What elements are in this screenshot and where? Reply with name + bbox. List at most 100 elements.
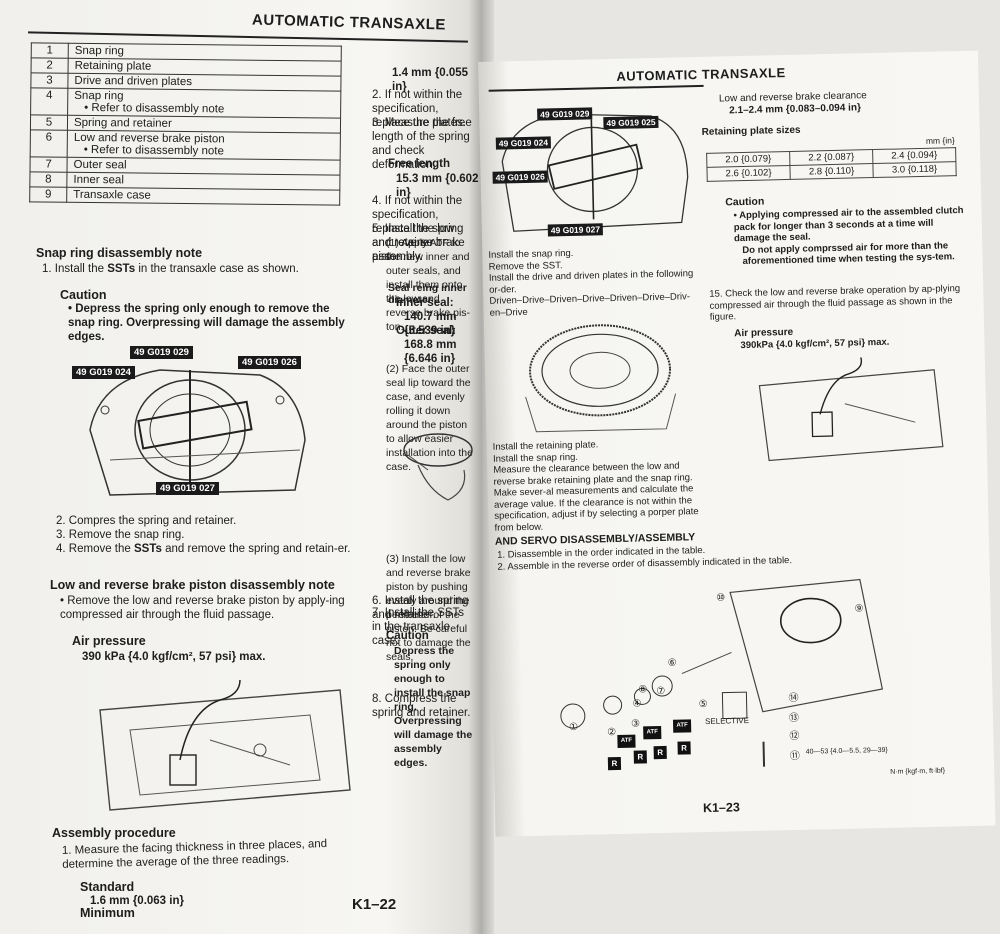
callout-13: ⑬ [788, 712, 800, 725]
rc-step-5-1: (1) Apply ATF to the new inner and outer… [386, 237, 471, 333]
size-cell: 3.0 {0.118} [872, 161, 957, 178]
sizes-title: Retaining plate sizes [701, 124, 801, 138]
callout-7: ⑦ [656, 685, 666, 698]
part-number: 1 [31, 42, 69, 59]
callout-4: ④ [632, 698, 642, 710]
snap-step1-sst: SSTs [107, 263, 136, 275]
sst-installation-illustration [89, 369, 306, 496]
steps-b-list: Install the retaining plate. Install the… [493, 437, 705, 534]
size-cell: 2.8 {0.110} [789, 163, 874, 180]
standard-value: 1.6 mm {0.063 in} [90, 895, 184, 907]
callout-10: ⑩ [716, 592, 726, 604]
part-number: 5 [30, 114, 68, 131]
part-name: Snap ring [74, 44, 125, 58]
rc-step-3: 3. Measure the free length of the spring… [372, 117, 472, 171]
left-page-header: AUTOMATIC TRANSAXLE [251, 11, 447, 34]
part-number: 7 [29, 156, 68, 173]
right-page: AUTOMATIC TRANSAXLE 49 G019 029 49 G019 … [478, 50, 996, 837]
right-air-title: Air pressure [734, 326, 794, 340]
air-pressure-title: Air pressure [72, 634, 146, 648]
r-sst-tag-029: 49 G019 029 [537, 107, 593, 121]
part-name: Spring and retainer [73, 116, 172, 130]
part-name: Retaining plate [74, 59, 152, 73]
step-b-3: Measure the clearance between the low an… [493, 460, 699, 534]
retaining-plate-sizes-table: 2.0 {0.079}2.2 {0.087}2.4 {0.094}2.6 {0.… [706, 147, 957, 182]
free-length-title: Free length [388, 158, 450, 170]
part-description: Snap ringRefer to disassembly note [67, 88, 341, 119]
unit-text: N·m {kgf·m, ft·lbf} [890, 767, 946, 776]
assembly-step-1: 1. Measure the facing thickness in three… [61, 837, 328, 871]
snap-step4-sst: SSTs [133, 543, 162, 555]
snap-step-4: 4. Remove the SSTs and remove the spring… [56, 542, 356, 556]
callout-6: ⑥ [667, 657, 677, 669]
clearance-value: 2.1–2.4 mm {0.083–0.094 in} [729, 102, 862, 117]
servo-exploded-view [560, 578, 884, 767]
atf-badge-3: ATF [672, 719, 692, 733]
inner-seal-label: Inner seal: [396, 297, 454, 309]
rc-step-6: 6. Install the spring and retainer. [372, 595, 469, 621]
snap-step4-text: 4. Remove the [56, 543, 134, 555]
part-name: Outer seal [73, 158, 127, 172]
snap-step1-text: 1. Install the [42, 263, 108, 275]
outer-seal-value: 168.8 mm {6.646 in} [404, 339, 457, 365]
rc-step-5-3: (3) Install the low and reverse brake pi… [386, 553, 471, 663]
part-description: Low and reverse brake pistonRefer to dis… [67, 130, 341, 161]
snap-step-3: 3. Remove the snap ring. [56, 529, 185, 541]
seal-title: Seal reing inner diameter [388, 282, 467, 306]
right-page-number: K1–23 [702, 800, 740, 816]
part-number: 6 [30, 129, 68, 158]
inner-seal-value: 140.7 mm {5.539 in} [404, 311, 457, 337]
snap-step-2: 2. Compres the spring and retainer. [56, 515, 237, 527]
r-badge-1: R [607, 756, 622, 771]
right-air-value: 390kPa {4.0 kgf/cm², 57 psi} max. [740, 336, 890, 352]
air-test-illustration [758, 357, 944, 462]
callout-8: ⑧ [638, 684, 648, 696]
clutch-pack-illustration [525, 324, 677, 433]
part-name: Drive and driven plates [74, 74, 193, 89]
callout-12: ⑫ [789, 730, 800, 743]
size-cell: 2.6 {0.102} [706, 165, 791, 182]
air-pressure-illustration [99, 679, 351, 811]
assembly-heading: Assembly procedure [52, 826, 176, 840]
callout-14: ⑭ [788, 692, 799, 705]
part-number: 9 [29, 186, 67, 203]
steps-a-list: Install the snap ring. Remove the SST. I… [488, 245, 700, 319]
sizes-unit: mm {in} [925, 135, 955, 146]
sst-tag-027: 49 G019 027 [156, 482, 219, 495]
caution-item-2-text: Do not apply comprssed air for more than… [742, 239, 955, 268]
atf-badge-1: ATF [617, 734, 636, 749]
header-rule [28, 31, 468, 43]
piston-note-text: Remove the low and reverse brake piston … [60, 595, 345, 621]
right-caution-list: • Applying compressed air to the assembl… [733, 205, 966, 268]
rc-step-2: 2. If not within the specification, repl… [372, 89, 466, 129]
r-badge-2: R [633, 750, 647, 764]
part-description: Transaxle case [66, 187, 340, 206]
caution-item-2: Do not apply comprssed air for more than… [734, 239, 966, 267]
part-number: 2 [31, 57, 69, 74]
sst-tag-026: 49 G019 026 [238, 356, 301, 369]
rc-step-7: 7. Install the SSTs in the transaxle cas… [372, 607, 465, 647]
snap-step1-text-end: in the transaxle case as shown. [135, 263, 299, 275]
r-sst-tag-026: 49 G019 026 [492, 170, 548, 184]
standard-label: Standard [80, 880, 135, 894]
rc-caution-text: Depress the spring only enough to instal… [394, 645, 473, 769]
callout-11: ⑪ [789, 750, 800, 763]
r-sst-tag-025: 49 G019 025 [603, 115, 659, 130]
part-name: Inner seal [73, 173, 124, 187]
rc-step-8: 8. Compress the spring and retainer. [372, 693, 471, 719]
callout-2: ② [607, 727, 617, 739]
seal-install-illustration [403, 433, 473, 501]
rc-step-5: 5. Install the low and reverse brake pis… [372, 223, 465, 263]
sst-tag-024: 49 G019 024 [72, 366, 135, 379]
air-pressure-value: 390 kPa {4.0 kgf/cm², 57 psi} max. [82, 651, 266, 663]
snap-step-1: 1. Install the SSTs in the transaxle cas… [42, 262, 299, 276]
caution-item-1: • Applying compressed air to the assembl… [733, 205, 966, 245]
outer-seal-label: Outer seal: [396, 325, 457, 337]
bullet-icon: • [68, 303, 76, 315]
bullet-icon: • [60, 595, 68, 607]
snap-caution-body: Depress the spring only enough to remove… [68, 303, 345, 343]
sst-tag-029: 49 G019 029 [130, 346, 193, 359]
